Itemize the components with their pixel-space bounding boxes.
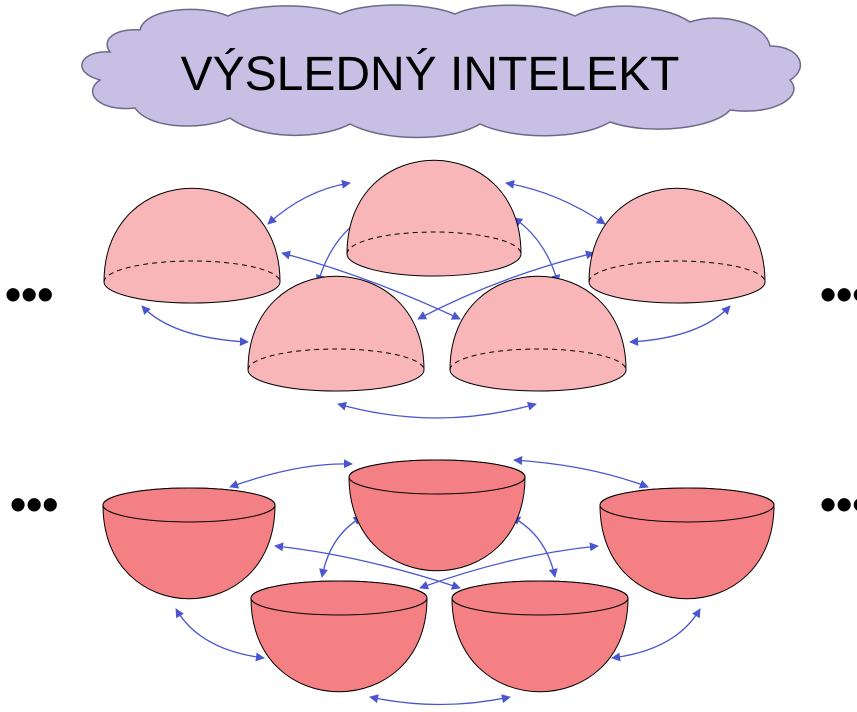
bidirectional-arrow-4 (419, 542, 599, 590)
bidirectional-arrow-9 (337, 401, 537, 419)
bidirectional-arrow-6 (513, 217, 561, 284)
dome-body (247, 275, 425, 392)
bidirectional-arrow-7 (141, 305, 249, 347)
bowl-rim (348, 459, 526, 495)
dome-hidden-edge (588, 260, 766, 283)
bidirectional-arrow-8 (611, 608, 701, 662)
dome-body (449, 275, 627, 392)
lower-arrows (175, 456, 701, 706)
bidirectional-arrow-6 (511, 516, 558, 578)
dome-2 (346, 159, 522, 277)
dome-body (346, 159, 522, 277)
dome-hidden-edge (346, 231, 522, 255)
bowl-1 (102, 487, 276, 600)
bowl-5 (451, 580, 629, 693)
upper-layer (103, 159, 766, 419)
bidirectional-arrow-8 (629, 305, 731, 347)
dome-hidden-edge (449, 348, 627, 371)
upper-arrows (141, 179, 731, 419)
bidirectional-arrow-1 (229, 459, 353, 489)
bowl-rim (250, 580, 428, 616)
bidirectional-arrow-9 (369, 694, 511, 706)
ellipsis-upper-right: ••• (820, 268, 857, 320)
dome-hidden-edge (103, 260, 281, 283)
bowl-4 (250, 580, 428, 693)
bidirectional-arrow-2 (513, 456, 649, 489)
bowl-3 (599, 487, 775, 600)
ellipsis-upper-left: ••• (5, 268, 53, 320)
lower-layer (102, 456, 775, 706)
bowl-rim (599, 487, 775, 523)
bidirectional-arrow-7 (175, 608, 265, 662)
cloud-shape (81, 4, 802, 139)
bidirectional-arrow-4 (417, 250, 595, 320)
bowl-2 (348, 459, 526, 572)
dome-hidden-edge (247, 348, 425, 371)
title-cloud: VÝSLEDNÝ INTELEKT (81, 4, 802, 139)
dome-body (103, 187, 281, 304)
dome-1 (103, 187, 281, 304)
bidirectional-arrow-2 (505, 179, 606, 225)
dome-4 (247, 275, 425, 392)
title-text: VÝSLEDNÝ INTELEKT (181, 48, 680, 101)
ellipsis-lower-right: ••• (820, 478, 857, 530)
dome-body (588, 187, 766, 304)
bowl-rim (451, 580, 629, 616)
dome-5 (449, 275, 627, 392)
upper-shapes (103, 159, 766, 392)
ellipsis-lower-left: ••• (10, 478, 58, 530)
lower-shapes (102, 459, 775, 693)
bidirectional-arrow-1 (267, 179, 351, 225)
bowl-rim (102, 487, 276, 523)
dome-3 (588, 187, 766, 304)
bidirectional-arrow-5 (319, 516, 363, 578)
